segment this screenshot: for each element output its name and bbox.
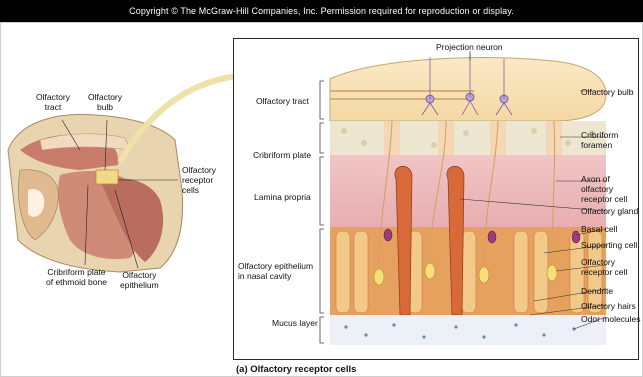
label-odor-molecules: Odor molecules: [581, 314, 641, 324]
label-olfactory-bulb-left: Olfactory bulb: [88, 92, 122, 112]
figure-caption: (a) Olfactory receptor cells: [236, 364, 356, 375]
label-cribriform-foramen: Cribriform foramen: [581, 130, 618, 150]
label-layer-olfactory-epithelium: Olfactory epithelium in nasal cavity: [238, 261, 313, 281]
label-olfactory-bulb: Olfactory bulb: [581, 87, 633, 97]
label-layer-olfactory-tract: Olfactory tract: [256, 96, 309, 106]
label-layer-lamina-propria: Lamina propria: [254, 192, 311, 202]
label-supporting-cell: Supporting cell: [581, 240, 637, 250]
label-olfactory-receptor-cells-left: Olfactory receptor cells: [182, 165, 216, 195]
label-olfactory-receptor-cell: Olfactory receptor cell: [581, 257, 627, 277]
label-basal-cell: Basal cell: [581, 224, 617, 234]
label-dendrite: Dendrite: [581, 286, 613, 296]
label-projection-neuron: Projection neuron: [436, 42, 503, 52]
label-layer-cribriform-plate: Cribriform plate: [253, 150, 311, 160]
label-olfactory-gland: Olfactory gland: [581, 206, 638, 216]
label-cribriform-plate-left: Cribriform plate of ethmoid bone: [46, 267, 107, 287]
label-olfactory-epithelium-left: Olfactory epithelium: [120, 270, 159, 290]
label-olfactory-tract-left: Olfactory tract: [36, 92, 70, 112]
label-layer-mucus: Mucus layer: [272, 318, 318, 328]
label-olfactory-hairs: Olfactory hairs: [581, 301, 636, 311]
label-axon-receptor-cell: Axon of olfactory receptor cell: [581, 174, 643, 204]
